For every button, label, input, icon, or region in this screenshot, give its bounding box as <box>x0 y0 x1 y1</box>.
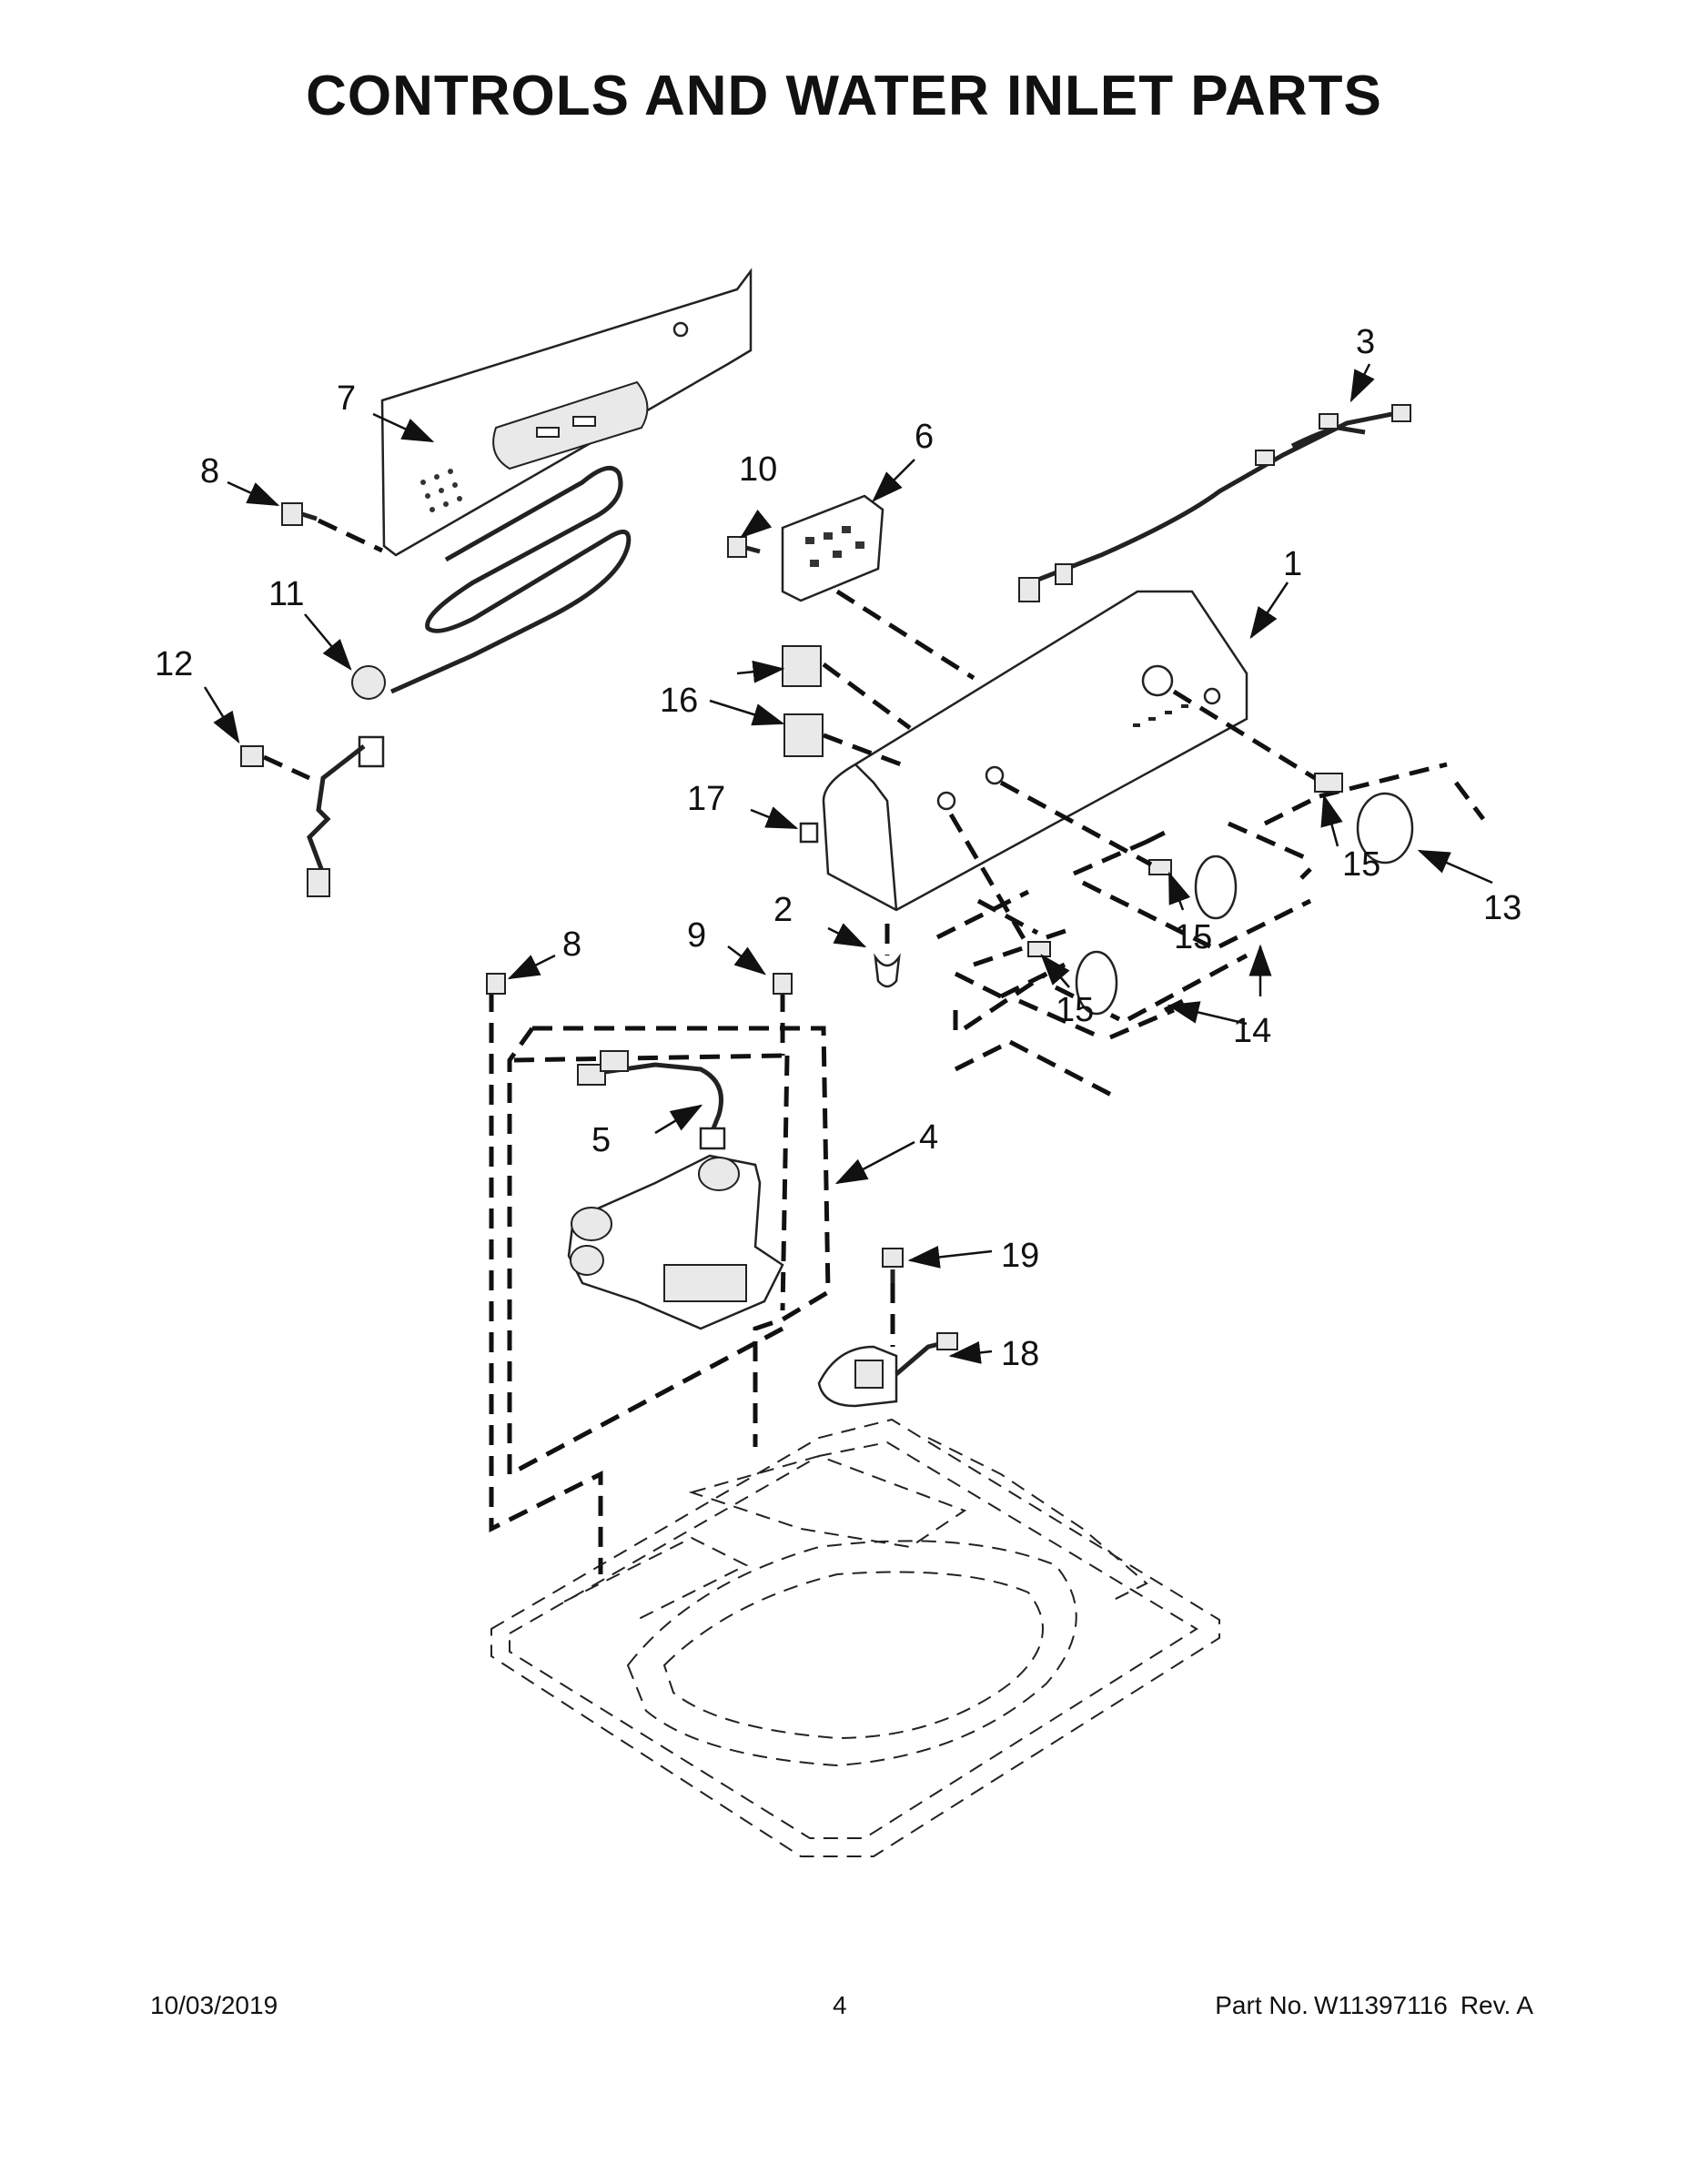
part-6-control-board <box>781 494 975 681</box>
part-16-switches <box>782 645 912 767</box>
washer-top-frame <box>490 1418 1220 1857</box>
callout-8-lower: 8 <box>562 925 581 964</box>
footer-date: 10/03/2019 <box>150 1991 278 2019</box>
footer-page-number: 4 <box>833 1991 847 2019</box>
callout-15-c: 15 <box>1056 991 1094 1029</box>
callout-11: 11 <box>268 575 304 613</box>
callout-2: 2 <box>773 891 793 929</box>
rev-label: Rev. <box>1460 1991 1511 2019</box>
part-17-clip <box>799 822 819 844</box>
callout-12: 12 <box>155 645 193 683</box>
callout-17: 17 <box>687 780 725 818</box>
part-8-screw-upper <box>281 502 384 553</box>
part-5-inlet-harness <box>577 1050 726 1150</box>
callout-1: 1 <box>1283 545 1302 583</box>
rev-value: A <box>1516 1991 1533 2019</box>
part-1-console <box>822 590 1248 912</box>
footer-part-number: Part No.W11397116 Rev.A <box>1209 1991 1533 2020</box>
callout-15-a: 15 <box>1342 845 1380 884</box>
callout-arrows <box>203 363 1493 1364</box>
part-2-clip <box>874 924 901 988</box>
page-title: CONTROLS AND WATER INLET PARTS <box>306 65 1382 127</box>
part-18-sensor <box>817 1332 958 1408</box>
callout-10: 10 <box>739 450 777 489</box>
callout-13: 13 <box>1483 889 1521 927</box>
callout-6: 6 <box>915 418 934 456</box>
callout-7: 7 <box>337 379 356 418</box>
part-4-water-inlet-frame <box>489 992 831 1565</box>
callout-5: 5 <box>591 1121 611 1159</box>
part-3-wire-harness <box>1018 404 1411 602</box>
callout-9: 9 <box>687 916 706 955</box>
part-12-screw <box>240 745 311 781</box>
callout-15-b: 15 <box>1174 918 1212 956</box>
part-8-screw-lower <box>486 973 506 995</box>
part-no-value: W11397116 <box>1313 1991 1448 2019</box>
part-4-water-valve <box>567 1154 784 1330</box>
part-9-screw <box>773 973 793 995</box>
part-no-label: Part No. <box>1215 1991 1309 2019</box>
part-13-knob <box>1172 689 1485 880</box>
callout-8-upper: 8 <box>200 452 219 490</box>
part-10-screw <box>727 536 761 558</box>
callout-14: 14 <box>1233 1012 1271 1050</box>
callout-4: 4 <box>919 1118 938 1157</box>
part-11-pressure-hose <box>307 465 632 897</box>
callout-3: 3 <box>1356 323 1375 361</box>
callout-labels: 1 2 3 4 5 6 7 8 8 9 10 11 12 13 14 15 15… <box>155 323 1521 1373</box>
callout-18: 18 <box>1001 1335 1039 1373</box>
callout-16: 16 <box>660 682 698 720</box>
part-7-rear-panel <box>380 268 753 557</box>
callout-19: 19 <box>1001 1237 1039 1275</box>
part-19-screw <box>882 1248 904 1347</box>
